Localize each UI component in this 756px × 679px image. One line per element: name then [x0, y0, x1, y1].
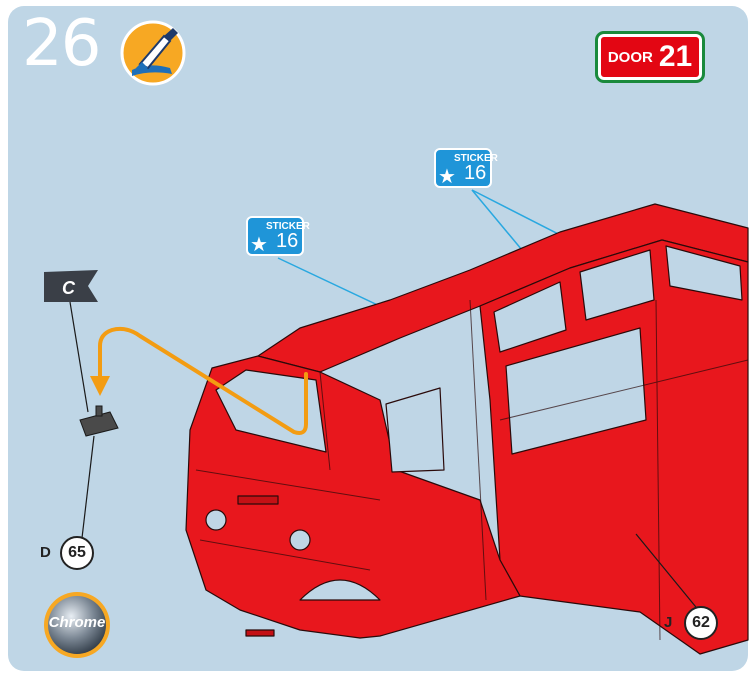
van-body — [186, 204, 748, 654]
flag-letter: C — [62, 278, 75, 299]
part-d-number: 65 — [60, 536, 94, 570]
arrow-head — [90, 376, 110, 396]
part-j-number: 62 — [684, 606, 718, 640]
sticker-badge-1: ★ STICKER 16 — [246, 216, 304, 256]
mirror-part — [80, 406, 118, 436]
sticker-number: 16 — [276, 230, 298, 253]
chrome-label: Chrome — [40, 614, 114, 631]
sticker-badge-2: ★ STICKER 16 — [434, 148, 492, 188]
star-icon: ★ — [438, 164, 456, 188]
star-icon: ★ — [250, 232, 268, 256]
part-j-letter: J — [664, 614, 672, 631]
part-d-leader — [82, 436, 94, 538]
sticker-number: 16 — [464, 162, 486, 185]
part-d-letter: D — [40, 544, 51, 561]
